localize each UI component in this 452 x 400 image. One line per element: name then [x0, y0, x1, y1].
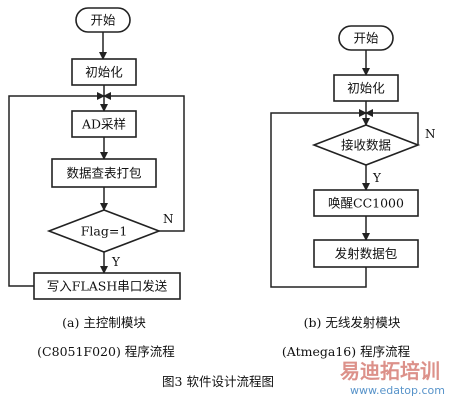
right-caption-line2: (Atmega16) 程序流程: [282, 344, 411, 359]
left-yes-label: Y: [111, 255, 121, 269]
watermark-brand: 易迪拓培训: [340, 359, 440, 383]
left-flowchart: 开始 初始化 AD采样 数据查表打包 Flag=1 N Y: [8, 7, 185, 300]
right-no-label: N: [425, 127, 436, 141]
left-ad-label: AD采样: [81, 117, 126, 132]
left-edge-no-loop: [103, 92, 185, 232]
right-init-node: 初始化: [333, 74, 399, 102]
left-write-node: 写入FLASH串口发送: [33, 272, 181, 300]
left-decision-node: Flag=1: [46, 209, 162, 253]
right-start-node: 开始: [338, 25, 394, 51]
right-decision-label: 接收数据: [341, 138, 391, 153]
right-edge-no-loop: [365, 109, 419, 145]
left-caption-line2: (C8051F020) 程序流程: [37, 344, 175, 359]
right-decision-node: 接收数据: [311, 124, 421, 166]
left-start-node: 开始: [75, 7, 131, 33]
right-caption-line1: (b) 无线发射模块: [304, 315, 401, 330]
captions: (a) 主控制模块 (C8051F020) 程序流程 (b) 无线发射模块 (A…: [37, 315, 410, 389]
left-caption-line1: (a) 主控制模块: [62, 315, 146, 330]
right-edge-outer-loop: [270, 109, 367, 288]
right-yes-label: Y: [372, 171, 382, 185]
right-init-label: 初始化: [347, 81, 385, 96]
left-start-label: 开始: [90, 13, 116, 28]
left-init-node: 初始化: [71, 58, 137, 86]
right-send-node: 发射数据包: [313, 239, 419, 268]
left-write-label: 写入FLASH串口发送: [47, 279, 168, 294]
right-wake-node: 唤醒CC1000: [313, 189, 419, 217]
left-pack-label: 数据查表打包: [66, 166, 141, 181]
watermark-url: www.edatop.com: [350, 384, 445, 397]
right-send-label: 发射数据包: [335, 246, 398, 261]
right-wake-label: 唤醒CC1000: [328, 196, 404, 211]
left-ad-node: AD采样: [71, 110, 137, 138]
right-start-label: 开始: [353, 31, 379, 46]
figure-caption: 图3 软件设计流程图: [162, 374, 274, 389]
left-no-label: N: [163, 212, 174, 226]
left-init-label: 初始化: [85, 65, 123, 80]
left-edge-outer-loop: [8, 92, 105, 287]
right-flowchart: 开始 初始化 接收数据 N Y 唤醒CC1000 发射数据包: [270, 25, 436, 288]
left-decision-label: Flag=1: [81, 224, 128, 239]
watermark: 易迪拓培训 www.edatop.com: [340, 359, 445, 397]
left-pack-node: 数据查表打包: [51, 158, 157, 188]
